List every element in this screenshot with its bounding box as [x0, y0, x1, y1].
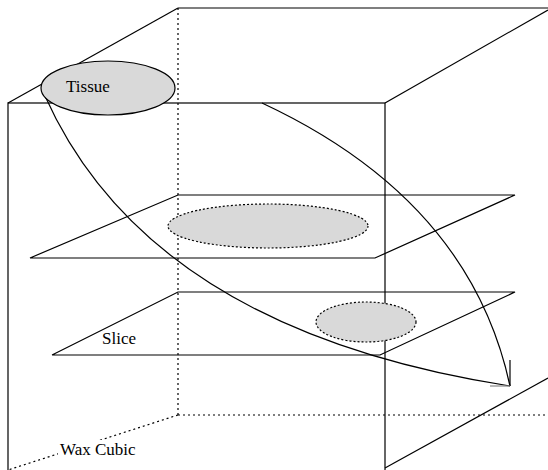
slice-shape — [52, 292, 515, 355]
cube-edge — [178, 7, 548, 8]
hidden-edge — [178, 414, 548, 415]
node-label: Slice — [102, 329, 136, 349]
slice-plane: Slice — [30, 292, 520, 358]
slice-plane — [30, 195, 515, 258]
tissue-section — [316, 302, 416, 342]
tissue-ellipse: Tissue — [40, 60, 176, 116]
tissue-curve — [490, 385, 510, 386]
cube-edge — [385, 10, 548, 103]
slice-plane-outline — [30, 292, 520, 358]
tissue-curve — [45, 96, 510, 386]
cube-edge — [385, 378, 548, 468]
hidden-edge — [8, 415, 178, 470]
tissue-curve — [262, 103, 510, 386]
node-label: Wax Cubic — [58, 440, 138, 460]
node-label: Tissue — [66, 77, 110, 97]
tissue-section — [168, 204, 368, 248]
tissue-shape — [41, 61, 175, 115]
hidden-edge — [177, 8, 178, 415]
tissue-curve — [509, 360, 510, 386]
cube-front-face — [8, 103, 385, 470]
